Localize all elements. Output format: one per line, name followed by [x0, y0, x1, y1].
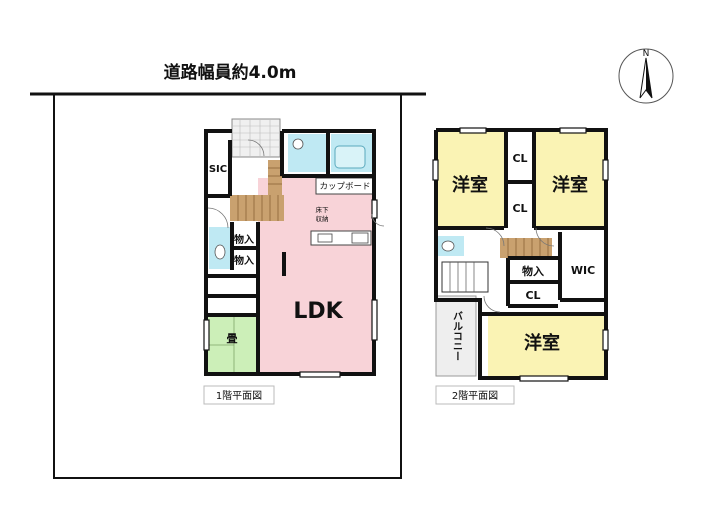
kitchen-counter	[310, 230, 372, 246]
stairs-2f-icon	[441, 238, 552, 293]
storage-2f-label: 物入	[522, 264, 544, 278]
tatami-label: 畳	[227, 332, 238, 345]
floor-1-caption: 1階平面図	[216, 390, 262, 402]
ldk-label: LDK	[293, 299, 343, 324]
walls-2f	[434, 128, 608, 380]
underfloor-label-2: 収納	[316, 214, 329, 223]
door-swings-2f	[483, 227, 555, 313]
western-ne-label: 洋室	[552, 174, 588, 196]
toilet-2f-icon	[441, 240, 455, 252]
cooktop-icon	[351, 232, 369, 244]
underfloor-label-1: 床下	[316, 205, 330, 214]
floor-2-caption: 2階平面図	[452, 390, 498, 402]
washroom	[288, 134, 327, 172]
western-room-ne	[534, 132, 604, 228]
floor-1-plan: SIC 物入 物入 カップボード 床下 収納 LDK 畳 1階平面図	[203, 118, 385, 405]
road-width-label: 道路幅員約4.0m	[164, 62, 297, 83]
north-label: N	[643, 49, 650, 59]
walls-1f	[204, 129, 376, 376]
sic-label: SIC	[209, 164, 227, 175]
windows-2f	[432, 127, 609, 382]
bathtub-icon	[334, 145, 366, 169]
floor-2-plan: 洋室 洋室 洋室 CL CL CL 物入 WIC バルコニー 2階平面図	[432, 127, 609, 405]
western-nw-label: 洋室	[452, 174, 488, 196]
toilet-icon	[214, 244, 226, 260]
windows-1f	[203, 199, 378, 378]
site-boundary	[53, 93, 402, 479]
column	[282, 252, 286, 276]
storage-b-label: 物入	[234, 254, 254, 267]
cl-mid-label: CL	[512, 202, 527, 215]
balcony	[435, 295, 477, 377]
door-swings-1f	[207, 139, 385, 229]
floor-1-caption-box	[203, 385, 275, 405]
western-room-nw	[436, 132, 504, 228]
stairs-1f-icon	[230, 160, 284, 221]
cl-top-label: CL	[512, 152, 527, 165]
north-compass-icon: N	[618, 48, 674, 104]
storage-a-label: 物入	[234, 233, 254, 246]
cl-low-label: CL	[525, 289, 540, 302]
balcony-label: バルコニー	[451, 311, 463, 361]
floor-2-caption-box	[435, 385, 515, 405]
porch	[231, 118, 281, 158]
sink-icon	[292, 138, 304, 150]
western-s-label: 洋室	[524, 332, 560, 354]
wic-label: WIC	[571, 264, 595, 277]
western-room-s	[488, 314, 604, 376]
cupboard-label: カップボード	[319, 182, 370, 192]
kitchen-sink-icon	[317, 233, 333, 243]
